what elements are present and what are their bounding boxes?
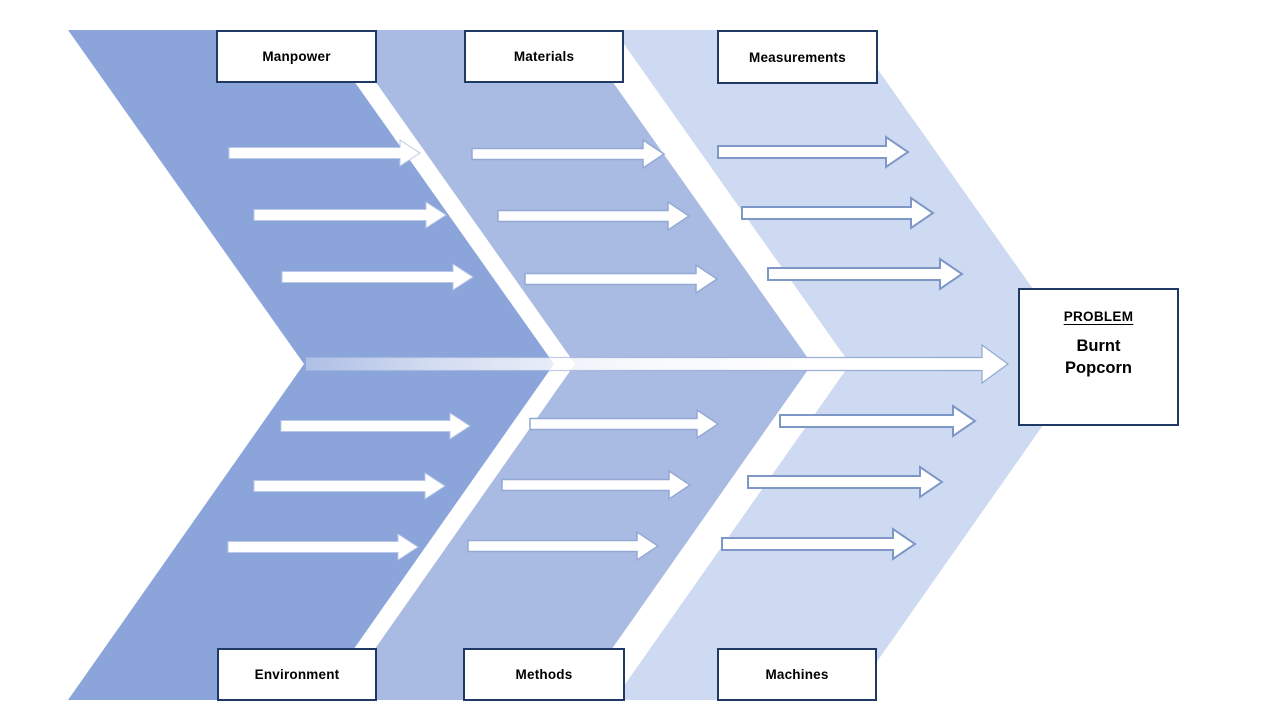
cause-arrow-band-1-5 [253, 472, 446, 500]
central-spine-arrow [305, 343, 1010, 385]
cause-arrow-band-2-1 [471, 138, 666, 170]
category-box-measurements: Measurements [717, 30, 878, 84]
category-label-materials: Materials [513, 49, 575, 64]
category-label-environment: Environment [254, 667, 340, 682]
cause-arrow-band-3-4 [779, 404, 977, 438]
cause-arrow-band-1-6 [227, 533, 419, 561]
cause-arrow-band-2-2 [497, 200, 691, 232]
category-box-materials: Materials [464, 30, 624, 83]
cause-arrow-band-3-6 [721, 527, 917, 561]
problem-title: PROBLEM [1063, 309, 1134, 324]
cause-arrow-band-3-3 [767, 257, 964, 291]
cause-arrow-band-3-1 [717, 135, 910, 169]
cause-arrow-band-1-4 [280, 412, 471, 440]
category-label-manpower: Manpower [262, 49, 331, 64]
cause-arrow-band-1-1 [228, 139, 421, 167]
cause-arrow-band-3-2 [741, 196, 935, 230]
category-box-machines: Machines [717, 648, 877, 701]
category-label-methods: Methods [515, 667, 573, 682]
category-label-measurements: Measurements [749, 49, 846, 65]
cause-arrow-band-2-5 [501, 469, 692, 501]
cause-arrow-band-1-2 [253, 201, 447, 229]
cause-arrow-band-2-3 [524, 263, 719, 295]
category-box-environment: Environment [217, 648, 377, 701]
category-label-machines: Machines [765, 667, 829, 682]
cause-arrow-band-2-4 [529, 408, 720, 440]
category-box-methods: Methods [463, 648, 625, 701]
category-box-manpower: Manpower [216, 30, 377, 83]
problem-box: PROBLEM Burnt Popcorn [1018, 288, 1179, 426]
cause-arrow-band-3-5 [747, 465, 944, 499]
problem-text: Burnt Popcorn [1065, 337, 1132, 377]
cause-arrow-band-1-3 [281, 263, 474, 291]
cause-arrow-band-2-6 [467, 530, 660, 562]
